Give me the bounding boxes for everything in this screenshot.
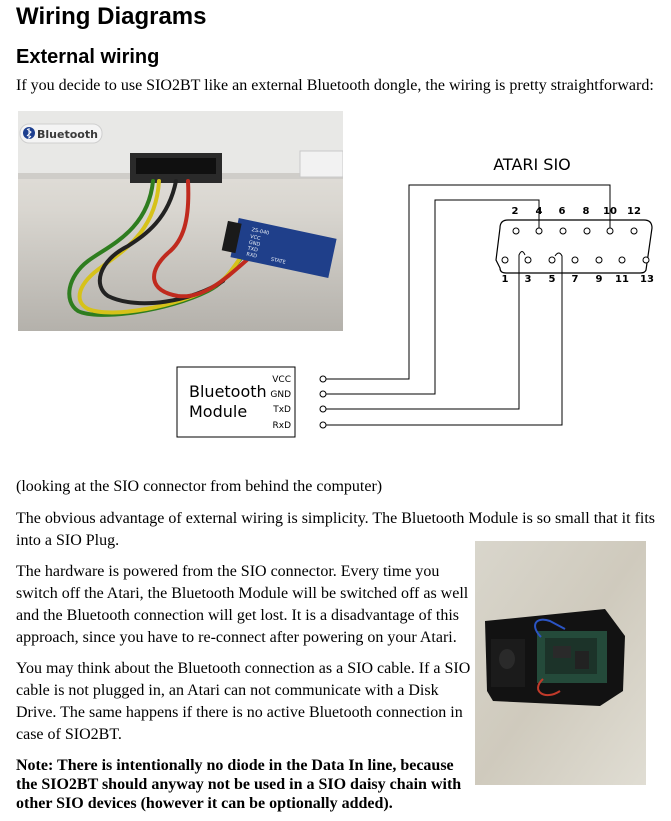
bluetooth-module-board: ZS-040 VCC GND TXD RXD STATE — [221, 218, 337, 278]
module-pin-gnd: GND — [270, 390, 291, 400]
pin-number-label: 8 — [583, 206, 590, 217]
module-label-line1: Bluetooth — [189, 382, 267, 401]
module-label-line2: Module — [189, 402, 247, 421]
page-title: Wiring Diagrams — [16, 3, 207, 30]
pin-number-label: 5 — [549, 274, 556, 285]
svg-text:TXD: TXD — [246, 245, 258, 253]
wire-gnd — [326, 199, 540, 395]
pin-number-label: 11 — [615, 274, 629, 285]
pin-number-label: 1 — [502, 274, 509, 285]
sio-wiring-diagram: ATARI SIO 2 4 6 8 10 12 1 3 5 7 9 11 13 … — [176, 155, 654, 438]
svg-text:STATE: STATE — [270, 257, 286, 266]
pin-number-label: 6 — [559, 206, 566, 217]
pin-number-label: 7 — [572, 274, 579, 285]
pin-number-label: 2 — [512, 206, 519, 217]
bluetooth-brand-text: Bluetooth — [37, 128, 98, 141]
svg-text:VCC: VCC — [249, 234, 261, 242]
svg-text:ZS-040: ZS-040 — [251, 227, 270, 237]
pin-number-label: 9 — [596, 274, 603, 285]
module-pin-vcc: VCC — [272, 375, 291, 385]
bluetooth-wiring-photo: Bluetooth ZS-040 VCC GND TXD RXD STATE — [18, 111, 343, 331]
intro-paragraph: If you decide to use SIO2BT like an exte… — [16, 77, 654, 94]
sio-connector-outline — [495, 219, 653, 274]
wire-vcc — [326, 184, 611, 380]
module-pin-rxd: RxD — [272, 421, 291, 431]
atari-sio-title: ATARI SIO — [493, 155, 571, 174]
wire-txd — [326, 251, 526, 410]
diagram-caption: (looking at the SIO connector from behin… — [16, 478, 383, 495]
sio-plug-photo — [475, 541, 646, 785]
svg-text:GND: GND — [248, 240, 261, 248]
pin-number-label: 13 — [640, 274, 654, 285]
paragraph-power: The hardware is powered from the SIO con… — [16, 563, 469, 646]
section-title: External wiring — [16, 46, 160, 68]
paragraph-simplicity: The obvious advantage of external wiring… — [16, 510, 656, 549]
bluetooth-logo — [19, 123, 103, 144]
wire-rxd — [326, 252, 563, 426]
bluetooth-module-box — [176, 366, 296, 438]
paragraph-sio-cable: You may think about the Bluetooth connec… — [16, 660, 471, 743]
pin-number-label: 3 — [525, 274, 532, 285]
pin-number-label: 12 — [627, 206, 641, 217]
module-pin-txd: TxD — [272, 405, 291, 415]
note-paragraph: Note: There is intentionally no diode in… — [16, 757, 462, 812]
svg-text:RXD: RXD — [246, 251, 258, 259]
